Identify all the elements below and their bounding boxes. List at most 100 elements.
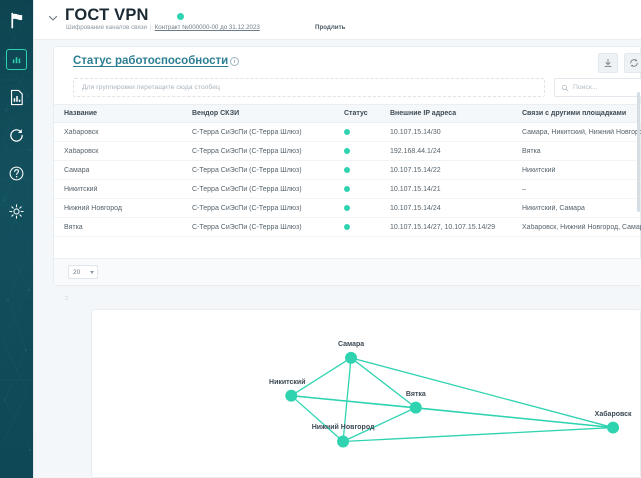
graph-edge [351,358,613,428]
sidebar-item-help[interactable] [0,154,33,192]
document-chart-icon [8,89,25,106]
search-input[interactable]: Поиск... [554,78,641,97]
status-ok-dot [344,129,350,135]
cell-name: Хабаровск [54,148,182,155]
search-icon [561,84,569,92]
cell-name: Никитский [54,186,182,193]
main-area: ГОСТ VPN Шифрование каналов связи|Контра… [34,0,641,478]
table-row[interactable]: СамараС-Терра СиЭсПи (С-Терра Шлюз) 10.10… [54,161,641,180]
sidebar-item-settings[interactable] [0,192,33,230]
topology-card: СамараНикитскийВяткаНижний НовгородХабар… [91,309,641,478]
cell-ip: 10.107.15.14/27, 10.107.15.14/29 [380,224,512,231]
renew-button[interactable]: Продлить [315,24,345,31]
graph-node-label: Нижний Новгород [312,424,375,431]
service-subtitle: Шифрование каналов связи|Контракт №00000… [66,24,260,31]
cell-vendor: С-Терра СиЭсПи (С-Терра Шлюз) [182,205,334,212]
page-size-select[interactable]: 20 [68,265,98,279]
cell-ip: 10.107.15.14/24 [380,205,512,212]
col-header-name[interactable]: Название [54,110,182,117]
status-table: Название Вендор СКЗИ Статус Внешние IP а… [54,104,641,237]
status-ok-dot [344,148,350,154]
status-ok-dot [344,205,350,211]
cell-vendor: С-Терра СиЭсПи (С-Терра Шлюз) [182,129,334,136]
cell-status [334,167,380,173]
cell-status [334,224,380,230]
scrollbar-thumb[interactable] [637,92,640,212]
cell-links: – [512,186,641,193]
cell-links: Вятка [512,148,641,155]
info-circle-icon[interactable]: i [230,57,239,66]
cell-ip: 10.107.15.14/22 [380,167,512,174]
status-ok-dot [344,224,350,230]
col-header-vendor[interactable]: Вендор СКЗИ [182,110,334,117]
page-marker: 2 [65,296,68,302]
refresh-history-icon [8,127,25,144]
download-button[interactable] [598,53,618,73]
page-title: ГОСТ VPN [65,6,149,25]
sidebar-item-reports[interactable] [0,78,33,116]
graph-node[interactable] [607,422,619,434]
scrollbar-track[interactable] [637,40,641,478]
graph-node-label: Хабаровск [595,411,632,418]
group-drop-zone[interactable]: Для группировки перетащите сюда столбец [73,78,545,97]
cell-status [334,186,380,192]
service-header: ГОСТ VPN Шифрование каналов связи|Контра… [34,0,641,40]
sidebar-item-logo[interactable] [0,0,33,40]
section-title[interactable]: Статус работоспособности [73,55,228,67]
gear-icon [8,203,25,220]
cell-vendor: С-Терра СиЭсПи (С-Терра Шлюз) [182,148,334,155]
cell-status [334,129,380,135]
cell-links: Самара, Никитский, Нижний Новгород [512,129,641,136]
graph-node[interactable] [345,352,357,364]
table-row[interactable]: Нижний НовгородС-Терра СиЭсПи (С-Терра Ш… [54,199,641,218]
col-header-status[interactable]: Статус [334,110,380,117]
subtitle-separator: | [150,24,152,31]
graph-edge [291,396,343,442]
search-placeholder: Поиск... [573,84,598,91]
flag-logo-icon [8,12,25,29]
status-ok-dot [344,186,350,192]
cell-status [334,148,380,154]
sidebar [0,0,33,478]
col-header-links[interactable]: Связи с другими площадками [512,110,641,117]
graph-node[interactable] [410,402,422,414]
graph-edge [343,428,613,442]
status-ok-dot [344,167,350,173]
download-icon [603,58,613,68]
col-header-ip[interactable]: Внешние IP адреса [380,110,512,117]
graph-node-label: Самара [338,341,364,348]
service-status-dot [177,13,184,20]
chevron-down-icon[interactable] [48,13,58,23]
sidebar-item-history[interactable] [0,116,33,154]
table-pager: 20 [54,258,641,285]
cell-vendor: С-Терра СиЭсПи (С-Терра Шлюз) [182,167,334,174]
topology-graph[interactable] [92,310,640,478]
cell-ip: 10.107.15.14/30 [380,129,512,136]
table-row[interactable]: ХабаровскС-Терра СиЭсПи (С-Терра Шлюз) 19… [54,142,641,161]
service-description: Шифрование каналов связи [66,24,147,31]
cell-ip: 192.168.44.1/24 [380,148,512,155]
group-hint-text: Для группировки перетащите сюда столбец [82,84,220,91]
cell-status [334,205,380,211]
cell-links: Никитский, Самара [512,205,641,212]
graph-node-label: Никитский [269,379,306,386]
question-circle-icon [8,165,25,182]
graph-node[interactable] [337,436,349,448]
contract-link[interactable]: Контракт №000000-00 до 31.12.2023 [155,24,260,31]
table-row[interactable]: НикитскийС-Терра СиЭсПи (С-Терра Шлюз)10… [54,180,641,199]
cell-vendor: С-Терра СиЭсПи (С-Терра Шлюз) [182,186,334,193]
sidebar-item-analytics[interactable] [0,40,33,78]
status-card: Статус работоспособности i [53,46,641,286]
cell-name: Нижний Новгород [54,205,182,212]
bar-chart-icon [11,54,22,65]
header-divider [34,39,641,40]
table-header-row: Название Вендор СКЗИ Статус Внешние IP а… [54,104,641,123]
table-row[interactable]: ВяткаС-Терра СиЭсПи (С-Терра Шлюз)10.107… [54,218,641,237]
cell-name: Самара [54,167,182,174]
table-row[interactable]: ХабаровскС-Терра СиЭсПи (С-Терра Шлюз)10… [54,123,641,142]
cell-name: Вятка [54,224,182,231]
graph-node[interactable] [285,390,297,402]
sidebar-active-frame [6,49,27,70]
graph-edge [291,358,351,396]
